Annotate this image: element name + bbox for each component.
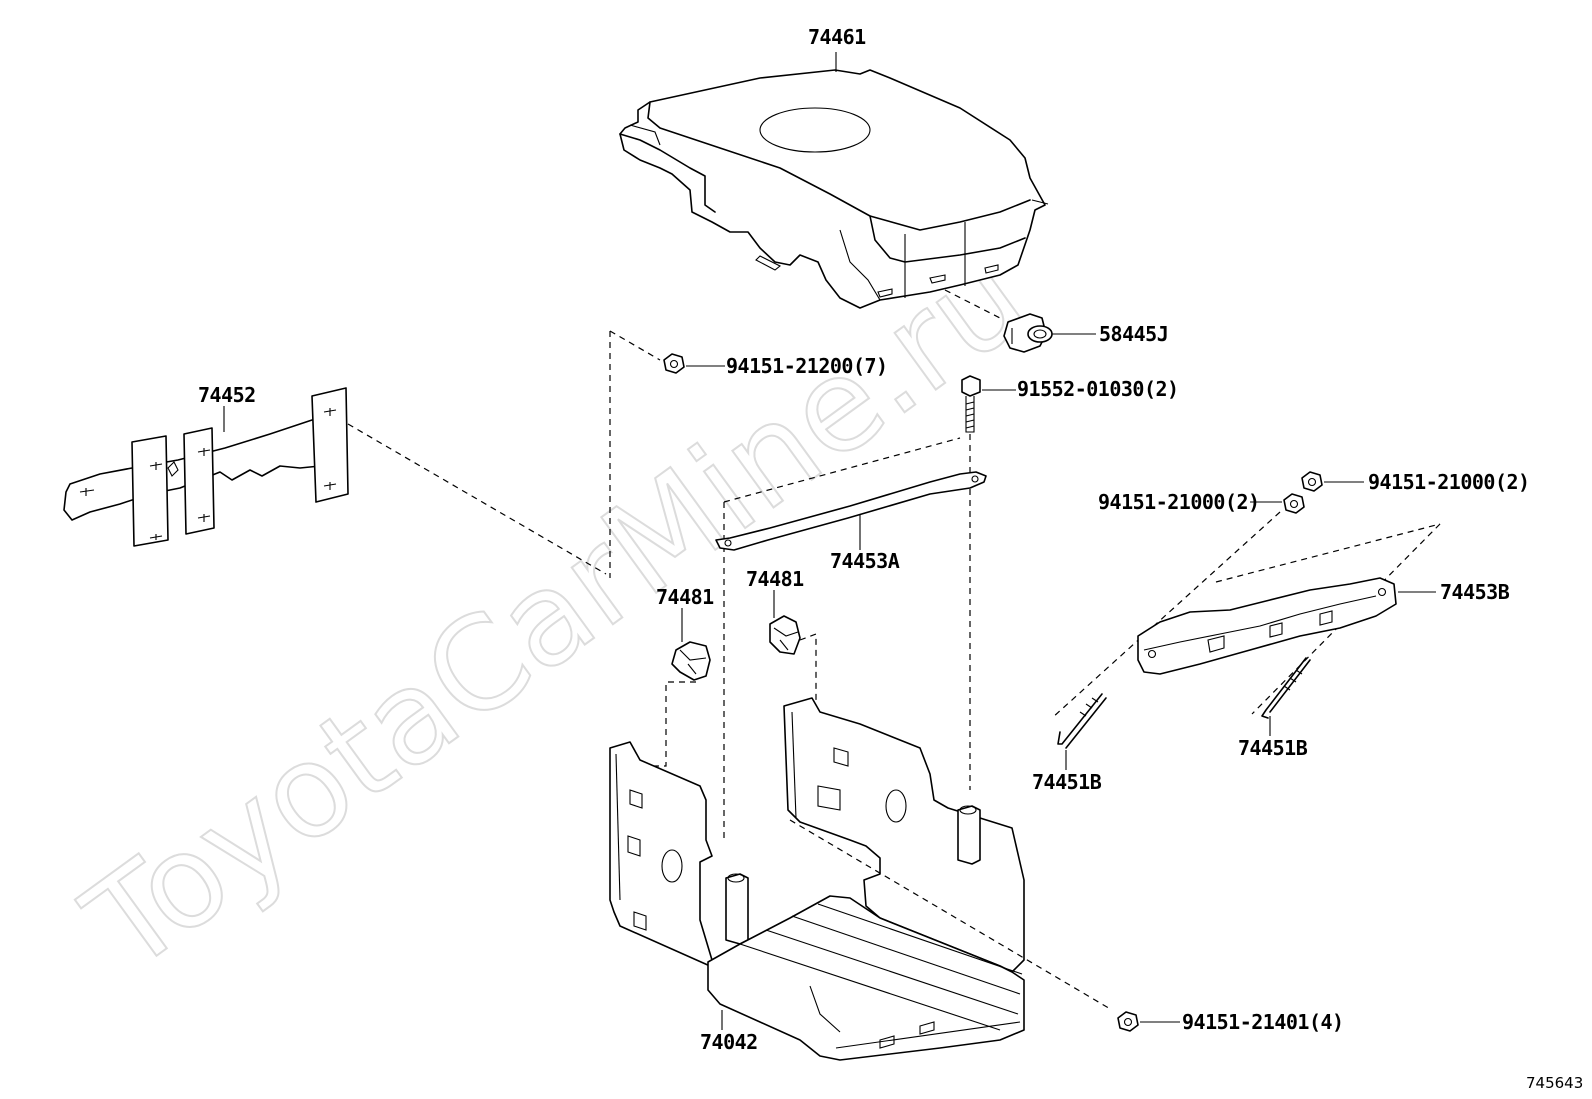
- label-nut-b2: 94151-21000(2): [1098, 490, 1260, 514]
- bracket-left-drawing: [63, 387, 349, 547]
- nut-lower-drawing: [789, 819, 1180, 1032]
- clip-left-drawing: [632, 608, 711, 767]
- label-clip-right: 74481: [746, 567, 804, 591]
- label-clamp-bar-b: 74453B: [1440, 580, 1510, 604]
- label-plug: 58445J: [1099, 322, 1168, 346]
- figure-number: 745643: [1526, 1074, 1583, 1092]
- rod-right-drawing: [1261, 657, 1311, 736]
- plug-drawing: [944, 289, 1096, 353]
- bolt-drawing: [961, 375, 1016, 790]
- label-nut-b1: 94151-21000(2): [1368, 470, 1530, 494]
- label-rod-left: 74451B: [1032, 770, 1102, 794]
- label-tray: 74042: [700, 1030, 758, 1054]
- label-bolt: 91552-01030(2): [1017, 377, 1179, 401]
- label-cover: 74461: [808, 25, 866, 49]
- clip-right-drawing: [769, 590, 817, 728]
- label-rod-right: 74451B: [1238, 736, 1308, 760]
- label-nut-lower: 94151-21401(4): [1182, 1010, 1344, 1034]
- clamp-bar-a-drawing: [715, 437, 987, 838]
- label-bracket-left: 74452: [198, 383, 256, 407]
- label-clip-left: 74481: [656, 585, 714, 609]
- clamp-bar-b-drawing: [1137, 523, 1441, 715]
- tray-drawing: [609, 697, 1025, 1061]
- nut-upper-drawing: [609, 330, 725, 578]
- nuts-b-drawing: [1051, 471, 1364, 719]
- rod-left-drawing: [1057, 693, 1107, 770]
- label-nut-upper: 94151-21200(7): [726, 354, 888, 378]
- battery-cover-drawing: [619, 69, 1049, 309]
- label-clamp-bar-a: 74453A: [830, 549, 900, 573]
